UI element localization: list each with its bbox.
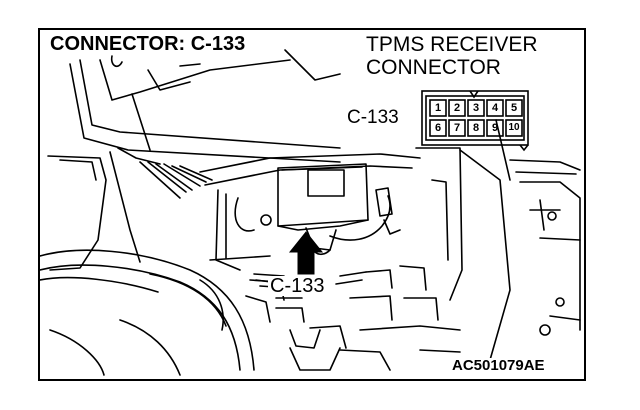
callout-label: C-133	[268, 275, 327, 297]
figure-code: AC501079AE	[450, 357, 547, 374]
receiver-label-line1: TPMS RECEIVER	[366, 33, 538, 56]
connector-face-label: C-133	[345, 107, 401, 128]
connector-pin-7: 7	[453, 122, 461, 134]
connector-pin-6: 6	[434, 122, 442, 134]
connector-pin-4: 4	[491, 102, 499, 114]
up-arrow-icon	[288, 231, 324, 275]
connector-pin-9: 9	[491, 122, 499, 134]
connector-pin-1: 1	[434, 102, 442, 114]
connector-pin-10: 10	[508, 122, 520, 133]
connector-pin-8: 8	[472, 122, 480, 134]
diagram-frame: CONNECTOR: C-133 TPMS RECEIVER CONNECTOR…	[38, 28, 586, 381]
connector-pin-5: 5	[510, 102, 518, 114]
connector-pin-2: 2	[453, 102, 461, 114]
receiver-label-line2: CONNECTOR	[366, 56, 501, 79]
vehicle-interior-drawing	[40, 49, 581, 376]
connector-pin-3: 3	[472, 102, 480, 114]
connector-face-drawing	[421, 90, 529, 152]
page-title: CONNECTOR: C-133	[50, 33, 246, 55]
